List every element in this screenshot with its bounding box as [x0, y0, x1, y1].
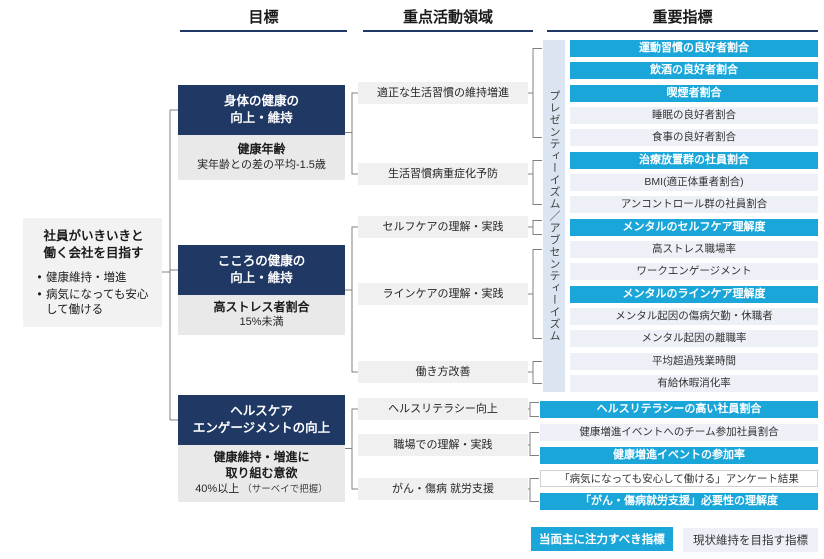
presenteeism-absenteeism-axis-strip: プレゼンティーイズム／アブセンティーイズム	[543, 40, 565, 392]
goal-title-line: 身体の健康の	[223, 94, 299, 109]
vision-bullet-2: • 病気になっても安心して働ける	[33, 288, 154, 318]
vision-title-line1: 社員がいきいきと	[43, 229, 144, 243]
indicator-row-15: 平均超過残業時間	[570, 353, 818, 370]
activity-box-7: 職場での理解・実践	[358, 434, 528, 456]
indicator-row-8: アンコントロール群の社員割合	[570, 196, 818, 213]
activity-box-2: 生活習慣病重症化予防	[358, 163, 528, 185]
indicator-row-4: 睡眠の良好者割合	[570, 107, 818, 124]
indicator-row-1: 運動習慣の良好者割合	[570, 40, 818, 57]
bullet-icon: •	[37, 288, 42, 301]
goal-title-line: こころの健康の	[217, 254, 306, 269]
goal-box-healthcare-engagement: ヘルスケア エンゲージメントの向上 健康維持・増進に 取り組む意欲 40%以上 …	[178, 395, 345, 502]
vision-title-line2: 働く会社を目指す	[43, 245, 144, 260]
column-header-activity-underline	[363, 30, 533, 32]
indicator-row-2: 飲酒の良好者割合	[570, 62, 818, 79]
indicator-row-6: 治療放置群の社員割合	[570, 152, 818, 169]
activity-box-5: 働き方改善	[358, 361, 528, 383]
activity-box-1: 適正な生活習慣の維持増進	[358, 82, 528, 104]
activity-box-6: ヘルスリテラシー向上	[358, 398, 528, 420]
legend-maintain-indicator: 現状維持を目指す指標	[683, 528, 818, 552]
vision-bullet-1: • 健康維持・増進	[33, 271, 154, 286]
legend-focus-indicator: 当面主に注力すべき指標	[531, 527, 673, 551]
indicator-row-19: 健康増進イベントの参加率	[540, 447, 818, 464]
column-header-goal-underline	[180, 30, 347, 32]
activity-box-8: がん・傷病 就労支援	[358, 478, 528, 500]
bullet-icon: •	[37, 271, 42, 284]
column-header-activity: 重点活動領域	[402, 9, 493, 26]
goal-box-physical-health: 身体の健康の 向上・維持 健康年齢 実年齢との差の平均-1.5歳	[178, 85, 345, 180]
vision-box: 社員がいきいきと 働く会社を目指す • 健康維持・増進 • 病気になっても安心し…	[23, 218, 162, 327]
indicator-row-18: 健康増進イベントへのチーム参加社員割合	[540, 424, 818, 441]
goal-box-mental-health: こころの健康の 向上・維持 高ストレス者割合 15%未満	[178, 245, 345, 335]
indicator-row-12: メンタルのラインケア理解度	[570, 286, 818, 303]
indicator-row-7: BMI(適正体重者割合)	[570, 174, 818, 191]
goal-kpi-mental-health: 高ストレス者割合 15%未満	[178, 295, 345, 335]
activity-box-4: ラインケアの理解・実践	[358, 283, 528, 305]
indicator-row-17: ヘルスリテラシーの高い社員割合	[540, 401, 818, 418]
indicator-row-14: メンタル起因の離職率	[570, 330, 818, 347]
goal-title-line: 向上・維持	[230, 271, 293, 285]
indicator-row-9: メンタルのセルフケア理解度	[570, 219, 818, 236]
indicator-row-20: 「病気になっても安心して働ける」アンケート結果	[540, 470, 818, 487]
indicator-row-11: ワークエンゲージメント	[570, 263, 818, 280]
goal-title-line: ヘルスケア	[230, 404, 293, 419]
goal-title-line: エンゲージメントの向上	[192, 421, 331, 435]
indicator-row-3: 喫煙者割合	[570, 85, 818, 102]
column-header-indicator: 重要指標	[652, 9, 713, 26]
indicator-row-16: 有給休暇消化率	[570, 375, 818, 392]
activity-box-3: セルフケアの理解・実践	[358, 216, 528, 238]
vision-bullets: • 健康維持・増進 • 病気になっても安心して働ける	[33, 271, 154, 318]
indicator-row-13: メンタル起因の傷病欠勤・休職者	[570, 308, 818, 325]
goal-kpi-healthcare-engagement: 健康維持・増進に 取り組む意欲 40%以上 （サーベイで把握）	[178, 445, 345, 502]
column-header-goal: 目標	[248, 9, 279, 26]
indicator-row-10: 高ストレス職場率	[570, 241, 818, 258]
indicator-row-21: 「がん・傷病就労支援」必要性の理解度	[540, 493, 818, 510]
axis-label: プレゼンティーイズム／アブセンティーイズム	[548, 90, 560, 342]
goal-kpi-physical-health: 健康年齢 実年齢との差の平均-1.5歳	[178, 135, 345, 180]
goal-title-line: 向上・維持	[230, 111, 293, 125]
column-header-indicator-underline	[547, 30, 818, 32]
indicator-row-5: 食事の良好者割合	[570, 129, 818, 146]
